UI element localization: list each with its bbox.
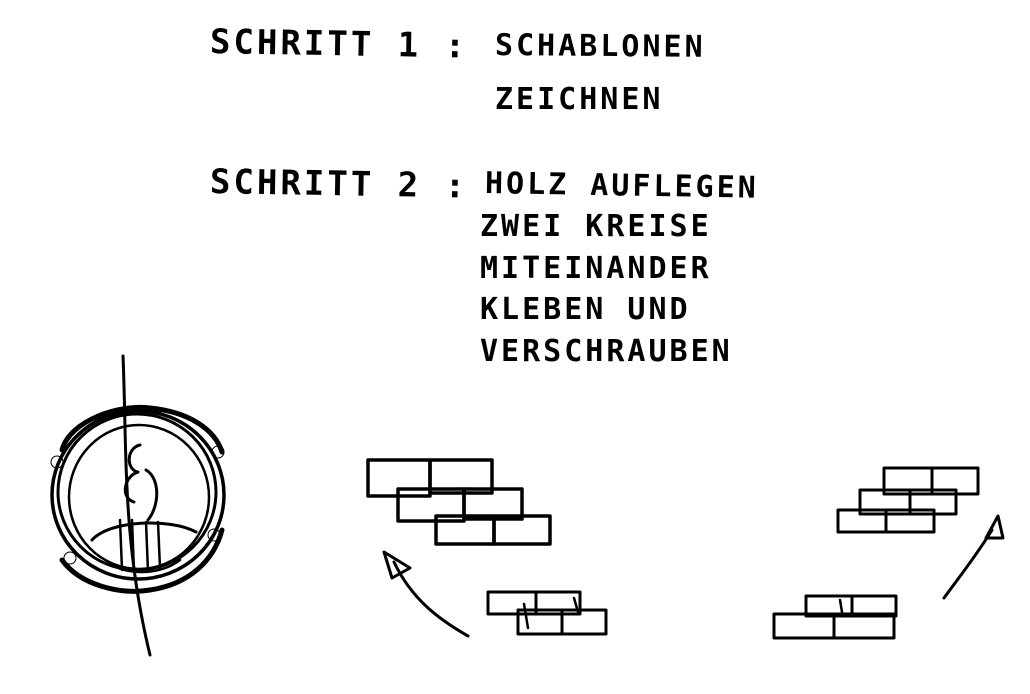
step1-line-2: ZEICHNEN [495, 82, 664, 117]
brick-stack-right-bottom [772, 594, 898, 640]
step2-line-3: MITEINANDER [480, 251, 712, 286]
brick-stack-middle-top [366, 458, 552, 546]
step2-line-4: KLEBEN UND [480, 292, 691, 327]
brick-stack-right-top [836, 466, 980, 534]
brick-stack-middle-bottom [486, 590, 608, 636]
arrow-right [942, 514, 1005, 600]
arrow-middle [382, 550, 470, 638]
step2-line-2: ZWEI KREISE [480, 209, 712, 244]
ring-sketch [50, 354, 226, 657]
step2-line-5: VERSCHRAUBEN [480, 334, 733, 369]
